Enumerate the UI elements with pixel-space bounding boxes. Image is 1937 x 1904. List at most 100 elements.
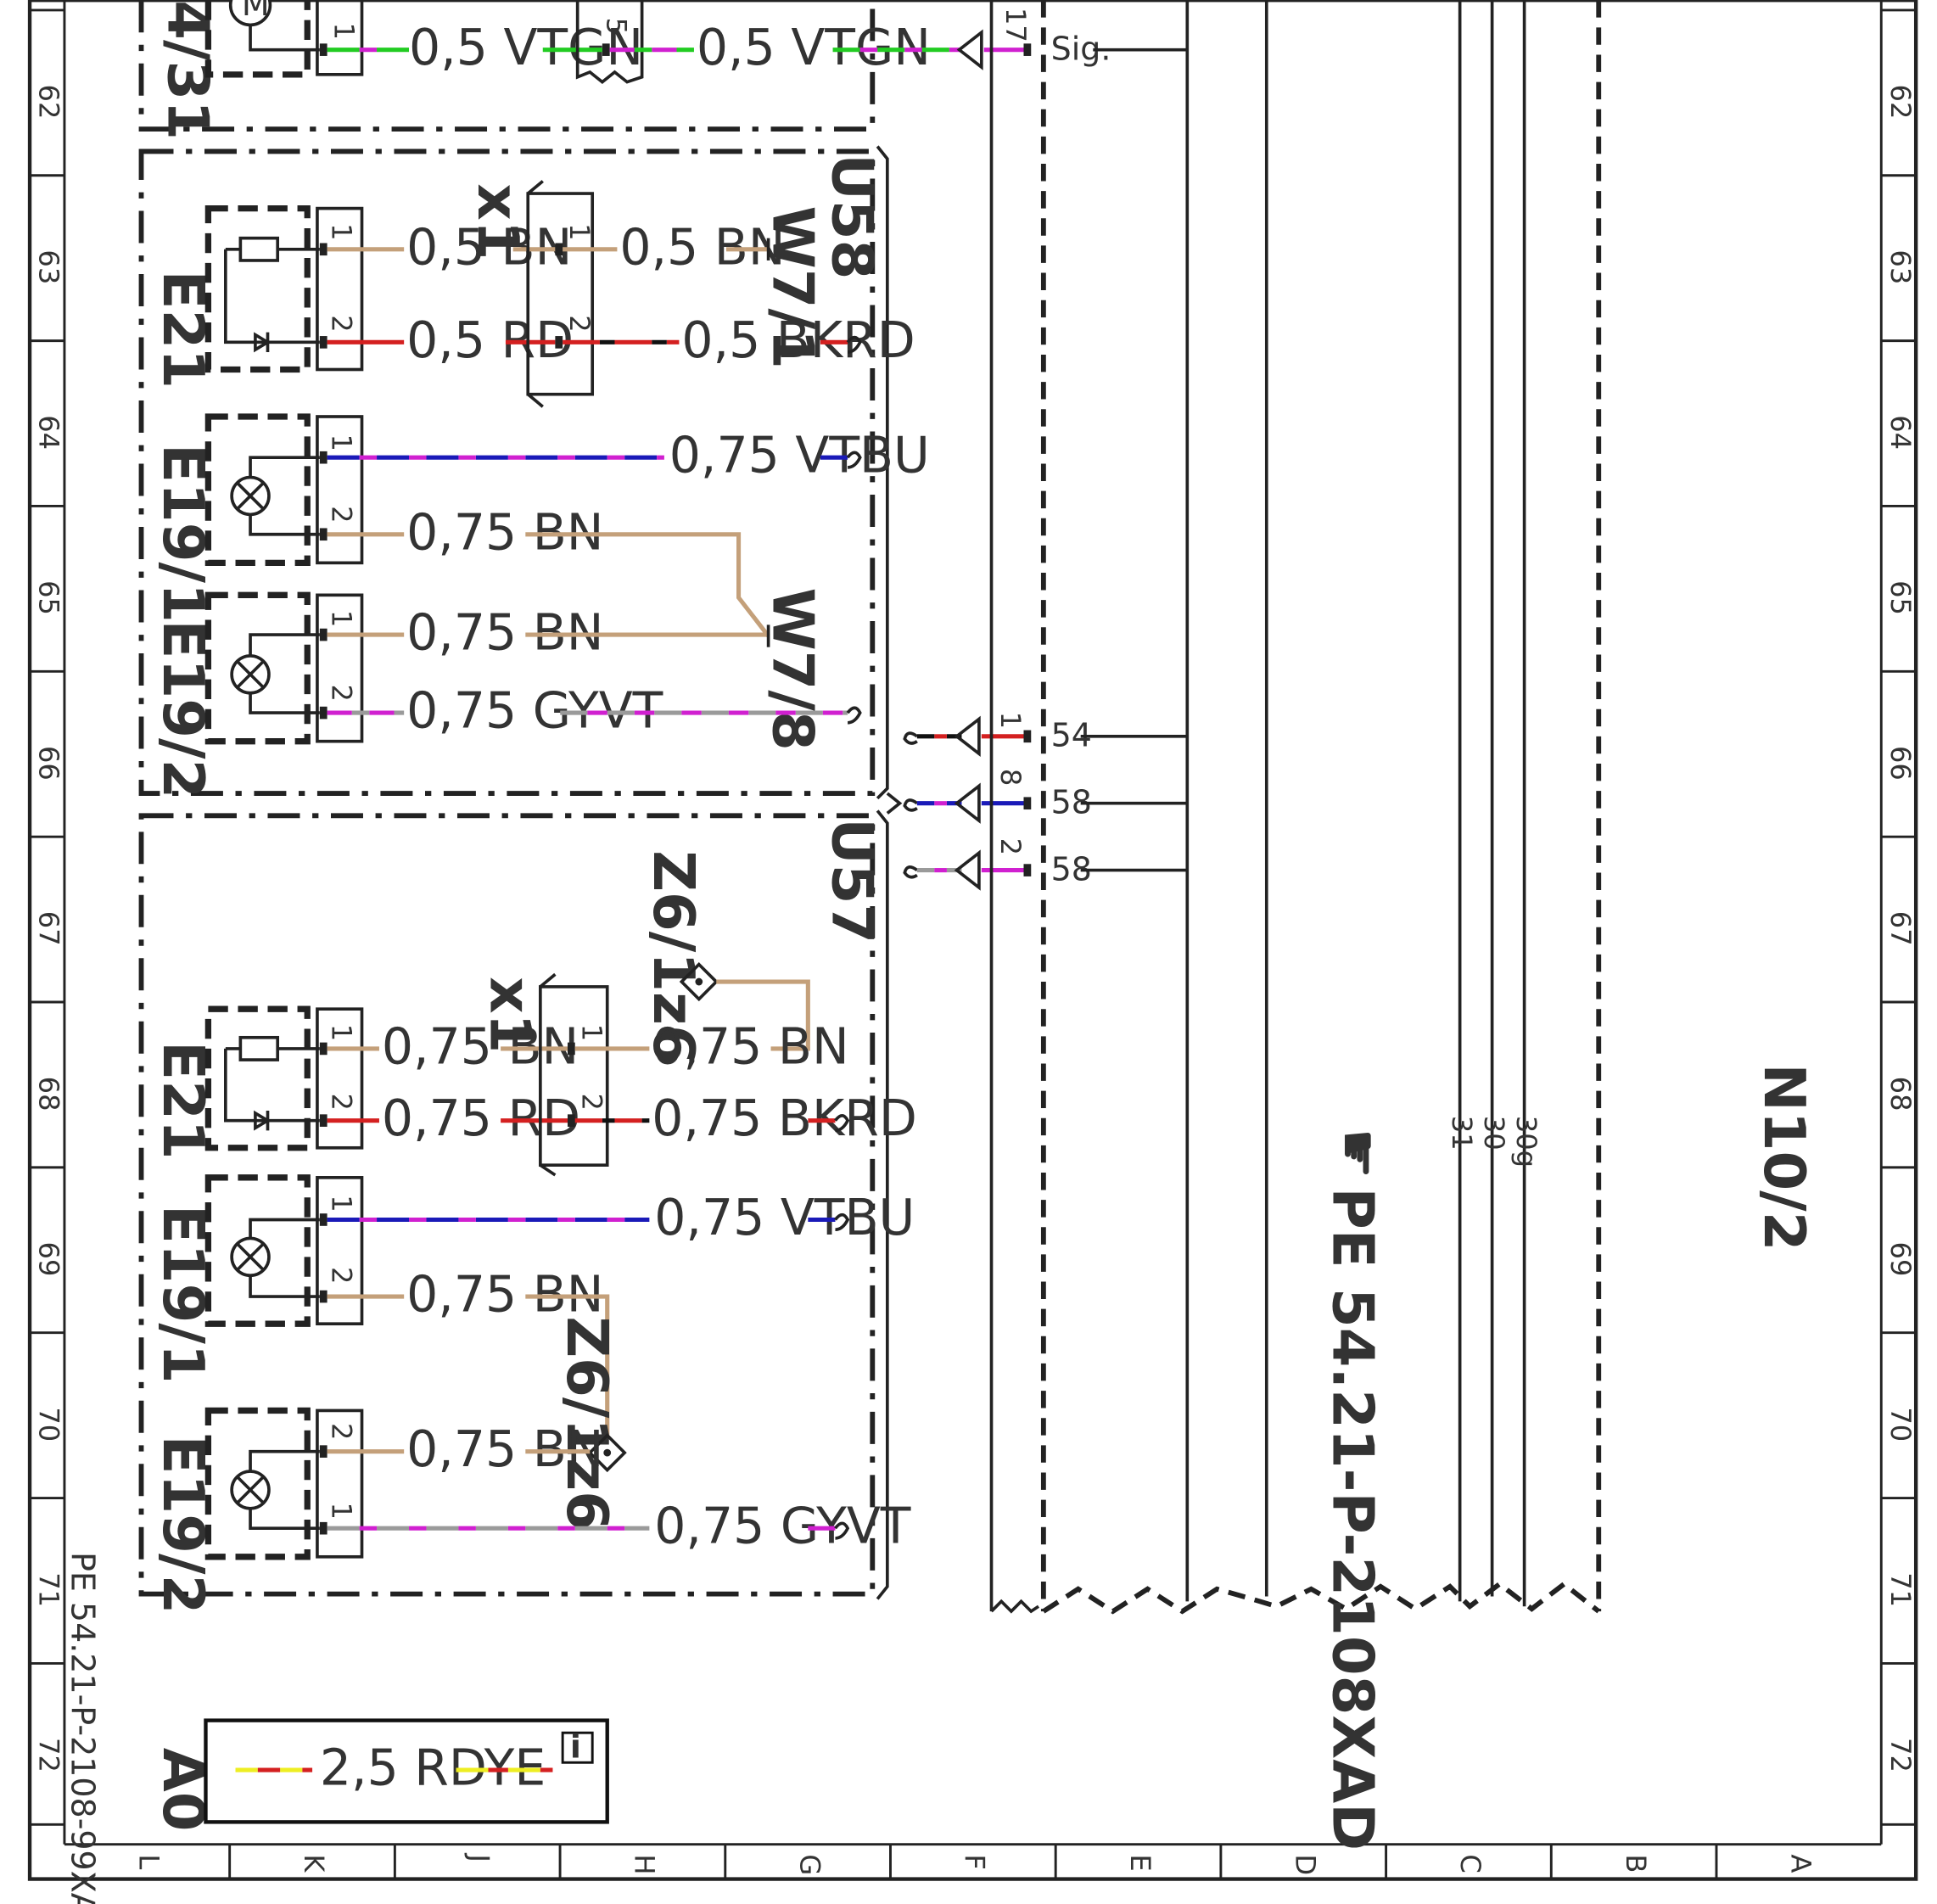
svg-text:5: 5: [601, 18, 633, 35]
splice-icon: [679, 962, 719, 1002]
u57-z6-top: Z6/1z6: [641, 850, 810, 1065]
column-label: F: [959, 1854, 991, 1869]
row-label: 67: [33, 911, 65, 946]
svg-text:i: i: [570, 1728, 581, 1765]
row-label: 64: [33, 415, 65, 450]
svg-text:31: 31: [1446, 1116, 1478, 1151]
u57-z6-bottom: Z6/1z6: [554, 1316, 627, 1531]
label-z6-a: Z6/1z6: [641, 850, 707, 1065]
svg-text:0,75 VTBU: 0,75 VTBU: [654, 1189, 915, 1246]
column-label: B: [1620, 1854, 1652, 1873]
row-label: 71: [33, 1572, 65, 1607]
brace-u58: [876, 145, 889, 800]
row-label: 65: [33, 580, 65, 615]
svg-text:1: 1: [325, 610, 357, 627]
svg-text:1: 1: [325, 223, 357, 240]
row-label: 71: [1884, 1572, 1917, 1607]
svg-text:0,75 GYVT: 0,75 GYVT: [654, 1498, 911, 1555]
box-u57: [138, 813, 876, 1597]
svg-text:1: 1: [325, 1503, 357, 1520]
box-4-31: [138, 0, 876, 132]
resistor-icon: [238, 1035, 280, 1061]
svg-text:2: 2: [563, 315, 596, 332]
svg-text:2: 2: [325, 506, 357, 523]
info-icon[interactable]: [561, 1731, 594, 1764]
row-label: 70: [33, 1407, 65, 1442]
svg-text:2: 2: [576, 1094, 608, 1111]
hand-pointer-icon: ☛: [1325, 1128, 1391, 1179]
svg-text:1: 1: [994, 712, 1027, 729]
row-label: 63: [1884, 249, 1917, 284]
resistor-icon: [238, 236, 280, 262]
svg-text:2: 2: [325, 684, 357, 701]
u57-e19-2: E19/2 2 1 0,75 BN 0,75 GYVT: [150, 1407, 911, 1614]
label-n10-2: N10/2: [1751, 1063, 1817, 1251]
row-label: 65: [1884, 580, 1917, 615]
a0-legend: A0 2,5 RDYE i: [150, 1718, 609, 1831]
row-label: 68: [33, 1077, 65, 1112]
row-label: 66: [1884, 746, 1917, 781]
led-icon: [254, 332, 272, 353]
svg-text:8: 8: [994, 769, 1027, 786]
column-label: A: [1785, 1854, 1817, 1873]
row-label: 64: [1884, 415, 1917, 450]
row-label: 67: [1884, 911, 1917, 946]
label-x1-a: x1: [465, 183, 531, 260]
svg-text:2: 2: [325, 1094, 357, 1111]
column-label: J: [463, 1852, 495, 1862]
svg-text:0,75 BKRD: 0,75 BKRD: [652, 1089, 917, 1147]
svg-text:1: 1: [325, 1024, 357, 1041]
led-icon: [254, 1110, 272, 1131]
top-row: M 1 0,5 VTGN 5 0,5 VTGN 17 Sig.: [204, 0, 1188, 84]
column-label: D: [1289, 1854, 1321, 1875]
label-u58: U58: [820, 154, 886, 279]
brace-u57: [876, 809, 889, 1600]
drawing-frame: [27, 0, 1918, 1881]
label-u57: U57: [820, 818, 886, 944]
n10-connections: 1 54 8 58 2 58: [903, 712, 1188, 891]
svg-text:17: 17: [999, 8, 1032, 42]
svg-text:1: 1: [327, 23, 360, 40]
column-label: K: [298, 1854, 330, 1873]
row-label: 63: [33, 249, 65, 284]
svg-text:30g: 30g: [1510, 1116, 1542, 1168]
brace-join: [886, 792, 903, 815]
svg-text:30: 30: [1478, 1116, 1510, 1151]
row-label: 62: [1884, 85, 1917, 120]
row-label: 72: [33, 1738, 65, 1772]
label-z6-b: Z6/1z6: [554, 1316, 620, 1531]
doc-reference: PE 54.21-P-2108-99XAC: [64, 1552, 102, 1904]
row-label: 70: [1884, 1407, 1917, 1442]
label-x1-b: x1: [477, 977, 543, 1053]
row-label: 66: [33, 746, 65, 781]
row-label: 69: [1884, 1242, 1917, 1277]
n10-2-unit: 31 30 30g N10/2 ☛ PE 54.21-P-2108XAD: [989, 0, 1817, 1851]
svg-text:1: 1: [325, 434, 357, 451]
svg-text:2: 2: [325, 315, 357, 332]
row-label: 69: [33, 1242, 65, 1277]
svg-text:2: 2: [325, 1423, 357, 1440]
column-label: L: [133, 1854, 165, 1869]
column-label: C: [1454, 1854, 1486, 1873]
row-label: 68: [1884, 1077, 1917, 1112]
u58-e21: E21 1 2 0,5 BN 0,5 RD x1 1 2 0,5 BN W7/1…: [150, 180, 915, 408]
svg-text:2: 2: [994, 838, 1027, 855]
row-label: 72: [1884, 1738, 1917, 1772]
label-ref: PE 54.21-P-2108XAD: [1320, 1188, 1386, 1851]
column-label: E: [1124, 1854, 1156, 1871]
svg-text:2: 2: [325, 1267, 357, 1284]
svg-text:1: 1: [576, 1024, 608, 1041]
u57-e21: E21 1 2 0,75 BN 0,75 RD x1 1 2 0,75 BN 0…: [150, 972, 917, 1177]
box-u58: [138, 148, 876, 796]
u58-e19-2: E19/2 1 2 0,75 BN W7/8 0,75 GYVT: [150, 588, 862, 798]
svg-text:0,75 VTBU: 0,75 VTBU: [669, 427, 930, 484]
column-label: H: [629, 1854, 661, 1874]
svg-text:0,5 BKRD: 0,5 BKRD: [681, 311, 915, 369]
motor-letter: M: [242, 0, 270, 23]
u57-e19-1: E19/1 1 2 0,75 VTBU 0,75 BN: [150, 1174, 915, 1436]
label-w7-8: W7/8: [759, 588, 826, 751]
svg-text:1: 1: [325, 1195, 357, 1212]
